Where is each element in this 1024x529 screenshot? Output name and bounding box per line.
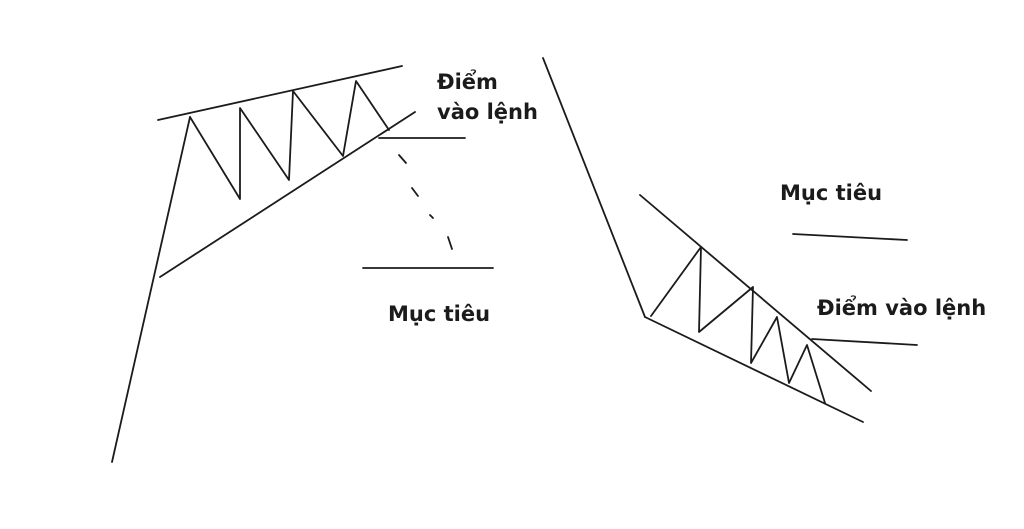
prior-downtrend-line	[542, 57, 646, 318]
lower-trendline	[159, 111, 416, 278]
entry-level-line	[811, 338, 918, 346]
left-entry-label-line1: Điểm	[437, 70, 498, 94]
rising-wedge	[111, 65, 494, 463]
right-target-label: Mục tiêu	[780, 181, 883, 205]
upper-trendline	[157, 65, 403, 121]
left-entry-label-line2: vào lệnh	[437, 100, 538, 124]
projected-breakdown-dashes	[398, 154, 453, 250]
upper-trendline	[639, 194, 872, 392]
lower-trendline	[644, 316, 864, 423]
left-target-label: Mục tiêu	[388, 302, 491, 326]
right-entry-label: Điểm vào lệnh	[817, 296, 987, 320]
price-zigzag	[189, 80, 390, 200]
target-level-line	[792, 233, 908, 241]
falling-wedge	[542, 57, 918, 423]
price-zigzag	[650, 246, 826, 404]
prior-uptrend-line	[111, 116, 191, 463]
